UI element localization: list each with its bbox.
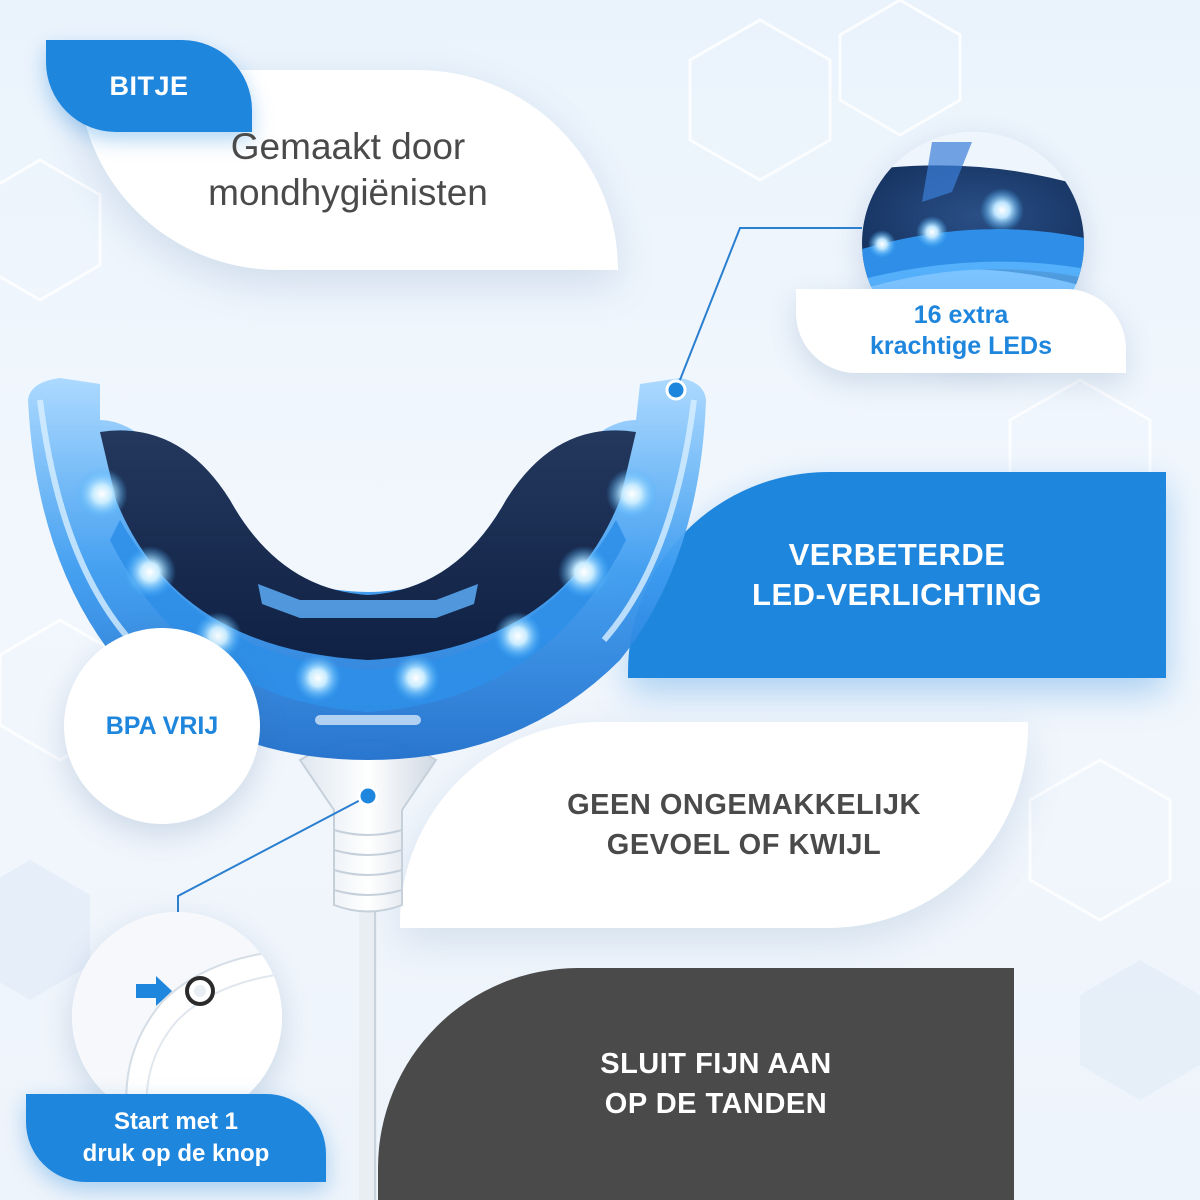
no-discomfort-card: GEEN ONGEMAKKELIJK GEVOEL OF KWIJL [400, 722, 1028, 928]
improved-led-line2: LED-VERLICHTING [752, 577, 1042, 612]
made-by-line2: mondhygiënisten [208, 172, 488, 213]
leds-badge: 16 extra krachtige LEDs [796, 289, 1126, 373]
fits-card: SLUIT FIJN AAN OP DE TANDEN [378, 968, 1014, 1200]
leds-line2: krachtige LEDs [869, 332, 1052, 360]
no-discomfort-line2: GEVOEL OF KWIJL [606, 829, 882, 861]
no-discomfort-line1: GEEN ONGEMAKKELIJK [567, 789, 921, 821]
made-by-text: Gemaakt door mondhygiënisten [78, 124, 618, 216]
arrow-right-icon [136, 976, 172, 1006]
improved-led-line1: VERBETERDE [788, 537, 1006, 572]
fits-line1: SLUIT FIJN AAN [600, 1048, 832, 1080]
power-button-icon [185, 976, 215, 1006]
made-by-line1: Gemaakt door [230, 126, 466, 167]
button-zoom-circle [72, 912, 282, 1122]
bpa-label: BPA VRIJ [105, 711, 219, 740]
fits-line2: OP DE TANDEN [604, 1088, 828, 1120]
brand-name: BITJE [109, 70, 189, 101]
leds-line1: 16 extra [913, 301, 1009, 329]
improved-led-card: VERBETERDE LED-VERLICHTING [628, 472, 1166, 678]
brand-badge: BITJE [46, 40, 252, 132]
start-line1: Start met 1 [113, 1108, 239, 1135]
start-line2: druk op de knop [82, 1140, 270, 1167]
bpa-free-badge: BPA VRIJ [64, 628, 260, 824]
remote-illustration [72, 912, 282, 1122]
start-badge: Start met 1 druk op de knop [26, 1094, 326, 1182]
